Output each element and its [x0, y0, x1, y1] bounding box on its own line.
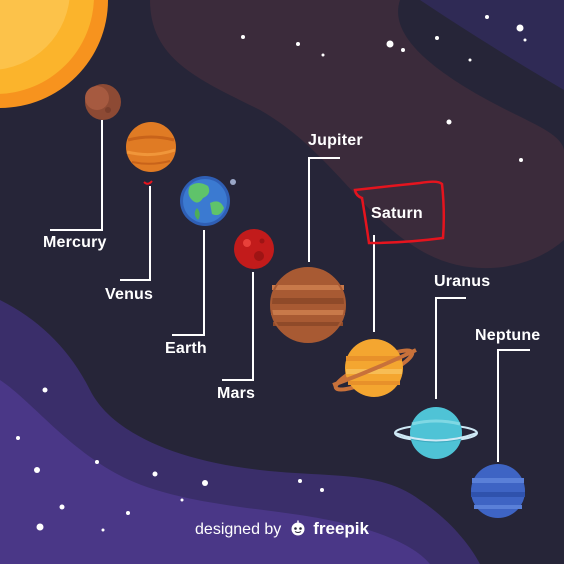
jupiter-planet: [270, 267, 346, 343]
leader-lines: [50, 120, 530, 462]
planet-label-neptune: Neptune: [475, 327, 541, 344]
mercury-planet: [85, 84, 121, 120]
jupiter-leader-line: [308, 157, 340, 262]
nebula-top-right: [420, 0, 564, 90]
red-annotation-box: [353, 180, 446, 245]
credit-brand: freepik: [313, 519, 369, 538]
saturn-planet: [332, 339, 417, 397]
credit-prefix: designed by: [195, 521, 282, 538]
venus-leader-line: [120, 186, 151, 281]
uranus-planet: [394, 407, 478, 459]
earth-leader-line: [172, 230, 205, 336]
venus-planet: [126, 122, 176, 172]
neptune-leader-line: [497, 349, 530, 462]
planet-label-uranus: Uranus: [434, 273, 491, 290]
nebula-maroon: [150, 0, 564, 269]
red-annotation-mark: [143, 180, 153, 185]
nebula-purple-inner: [0, 380, 430, 564]
freepik-credit: designed by freepik: [0, 519, 564, 539]
mercury-leader-line: [50, 120, 103, 231]
stars: [16, 15, 527, 532]
neptune-planet: [471, 464, 525, 518]
freepik-logo-icon: [291, 520, 305, 536]
planet-label-venus: Venus: [105, 286, 154, 303]
uranus-leader-line: [435, 297, 466, 399]
planet-label-mars: Mars: [217, 385, 256, 402]
planet-label-jupiter: Jupiter: [308, 132, 363, 149]
mars-planet: [234, 229, 274, 269]
planet-label-mercury: Mercury: [43, 234, 107, 251]
mars-leader-line: [222, 272, 254, 381]
earth-planet: [180, 176, 230, 226]
planet-label-earth: Earth: [165, 340, 207, 357]
planet-label-saturn: Saturn: [371, 205, 423, 222]
